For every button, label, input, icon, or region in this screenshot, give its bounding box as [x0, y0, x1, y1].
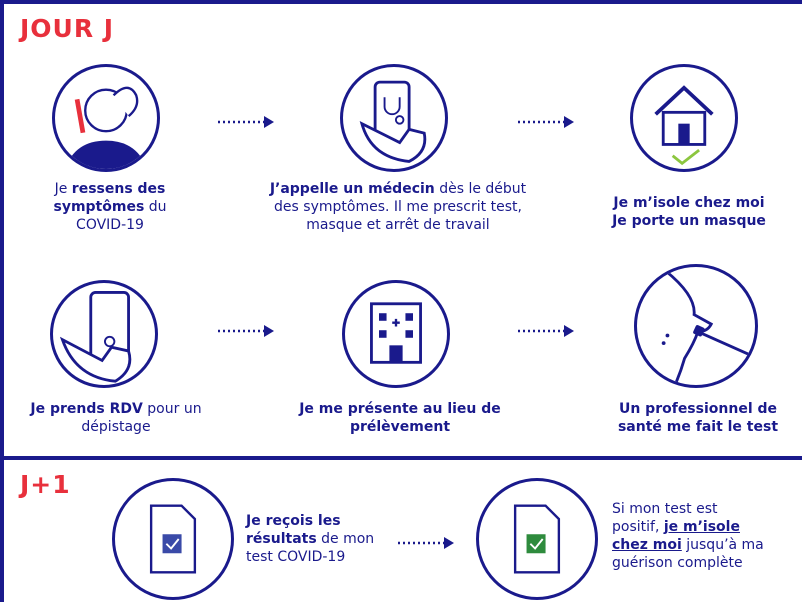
step-caption-results: Je reçois les résultats de mon test COVI…: [246, 513, 375, 565]
step-caption-isolate: Je m’isole chez moi Je porte un masque: [612, 195, 766, 229]
step-caption-symptoms: Je ressens des symptômes du COVID-19: [53, 181, 167, 233]
hospital-building-icon: [342, 280, 450, 388]
house-check-icon: [630, 64, 738, 172]
section-title-j-plus-1: J+1: [20, 470, 71, 499]
frame-border-left: [0, 0, 4, 602]
step-caption-positive: Si mon test est positif, je m’isole chez…: [612, 501, 764, 571]
phone-call-icon: [50, 280, 158, 388]
document-check-icon: [112, 478, 234, 600]
arrow-right-icon: [398, 537, 454, 549]
arrow-right-icon: [518, 116, 574, 128]
arrow-right-icon: [218, 116, 274, 128]
phone-doctor-icon: [340, 64, 448, 172]
step-caption-call-doctor: J’appelle un médecin dès le début des sy…: [269, 181, 527, 233]
step-caption-testing-site: Je me présente au lieu de prélèvement: [299, 401, 501, 435]
step-caption-appointment: Je prends RDV pour un dépistage: [30, 401, 202, 435]
document-check-green-icon: [476, 478, 598, 600]
arrow-right-icon: [518, 325, 574, 337]
section-divider: [0, 456, 802, 460]
frame-border-top: [0, 0, 802, 4]
section-title-jour-j: JOUR J: [20, 14, 115, 43]
person-headache-icon: [52, 64, 160, 172]
nasal-swab-icon: [634, 264, 758, 388]
arrow-right-icon: [218, 325, 274, 337]
step-caption-professional-test: Un professionnel de santé me fait le tes…: [617, 401, 779, 435]
